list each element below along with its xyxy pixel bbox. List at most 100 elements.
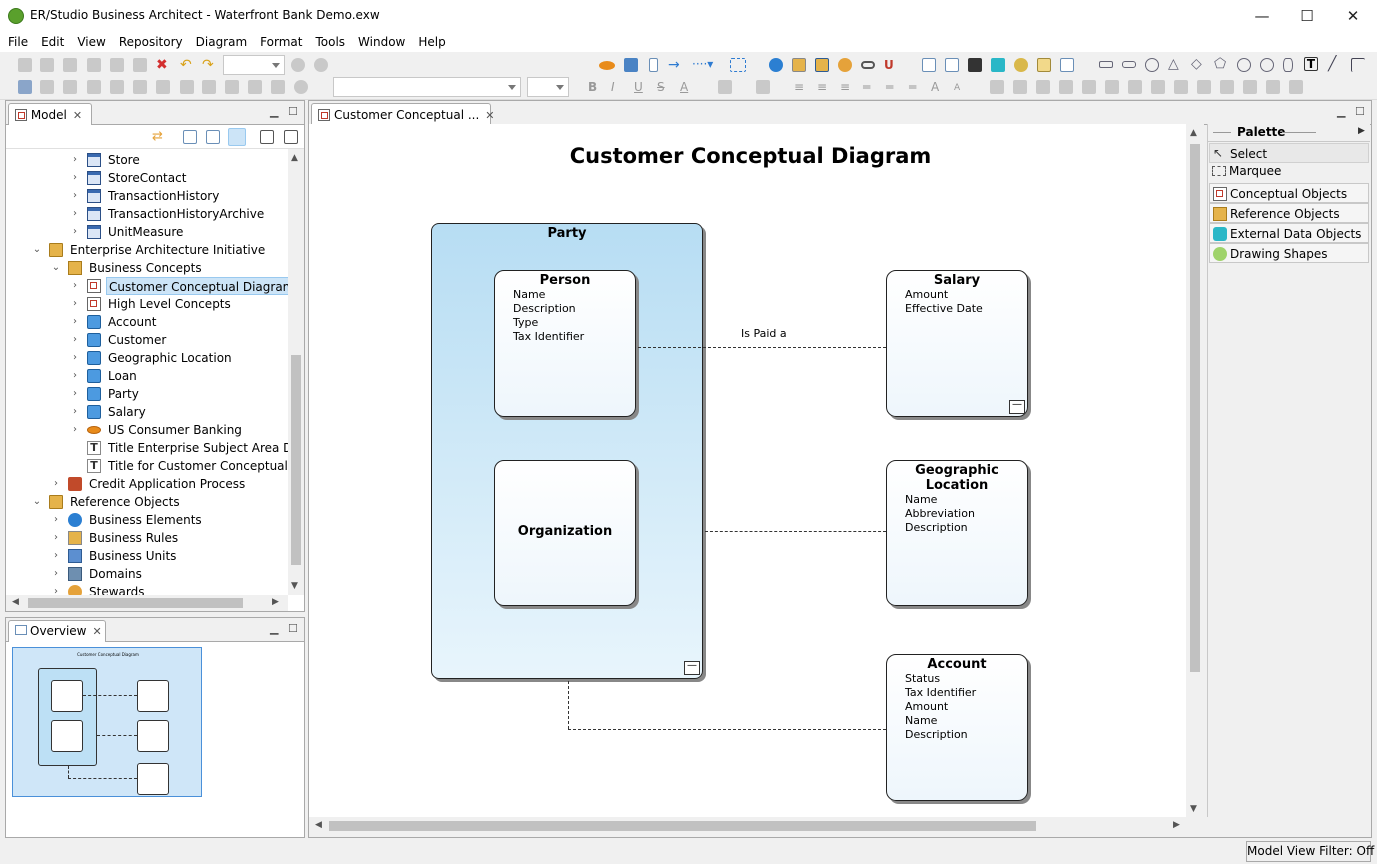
relationship-party-account-v[interactable]: [568, 681, 569, 729]
collapse-all-icon[interactable]: [183, 130, 197, 144]
units-tool-icon[interactable]: [815, 58, 829, 72]
arrange-icon-3[interactable]: [1036, 80, 1050, 94]
arrange-icon-9[interactable]: [1174, 80, 1188, 94]
canvas-vscroll-thumb[interactable]: [1190, 144, 1200, 672]
toolbar-row2-icon-4[interactable]: [87, 80, 101, 94]
chevron-right-icon[interactable]: ›: [73, 334, 77, 345]
tree-item[interactable]: ›TransactionHistoryArchive: [6, 205, 288, 223]
toolbar-row2-icon-1[interactable]: [18, 80, 32, 94]
tree-item[interactable]: ›Credit Application Process: [6, 475, 288, 493]
chevron-right-icon[interactable]: ›: [73, 406, 77, 417]
arrange-icon-7[interactable]: [1128, 80, 1142, 94]
copy-icon[interactable]: [110, 58, 124, 72]
pentagon-shape-icon[interactable]: ⬠: [1214, 56, 1227, 72]
chevron-right-icon[interactable]: ›: [54, 514, 58, 525]
rectangle-shape-icon[interactable]: [1099, 61, 1113, 68]
account-entity[interactable]: Account Status Tax Identifier Amount Nam…: [886, 654, 1028, 801]
chevron-right-icon[interactable]: ›: [73, 226, 77, 237]
line-tool-icon[interactable]: ╱: [1328, 56, 1337, 72]
chevron-right-icon[interactable]: ›: [54, 532, 58, 543]
chevron-right-icon[interactable]: ›: [54, 586, 58, 595]
tree-item[interactable]: ›UnitMeasure: [6, 223, 288, 241]
chevron-right-icon[interactable]: ›: [54, 568, 58, 579]
chevron-right-icon[interactable]: ›: [54, 478, 58, 489]
arrange-icon-5[interactable]: [1082, 80, 1096, 94]
strikethrough-icon[interactable]: S: [657, 80, 665, 94]
tree-item[interactable]: ⌄Reference Objects: [6, 493, 288, 511]
salary-entity[interactable]: Salary Amount Effective Date —: [886, 270, 1028, 417]
ellipse-shape-icon[interactable]: [1260, 58, 1274, 72]
tree-item[interactable]: ›Business Elements: [6, 511, 288, 529]
tree-item[interactable]: ⌄Business Concepts: [6, 259, 288, 277]
relationship-person-salary[interactable]: [638, 347, 886, 348]
bold-icon[interactable]: B: [588, 80, 598, 94]
tree-item[interactable]: ›Loan: [6, 367, 288, 385]
palette-external-data-objects[interactable]: External Data Objects: [1209, 223, 1369, 243]
underline-tool-icon[interactable]: U: [884, 58, 894, 72]
tree-item[interactable]: ›High Level Concepts: [6, 295, 288, 313]
menu-edit[interactable]: Edit: [41, 35, 65, 49]
minimize-overview-icon[interactable]: ▁: [270, 622, 279, 635]
palette-collapse-icon[interactable]: ▶: [1358, 126, 1365, 136]
scroll-thumb[interactable]: [291, 355, 301, 565]
sync-icon[interactable]: ⇄: [152, 129, 163, 144]
layout-icon-4[interactable]: [991, 58, 1005, 72]
text-tool-icon[interactable]: T: [1304, 57, 1318, 71]
delete-icon[interactable]: ✖: [156, 57, 168, 73]
entity-tool-icon[interactable]: [624, 58, 638, 72]
maximize-button[interactable]: ☐: [1300, 7, 1314, 25]
close-editor-tab-icon[interactable]: ✕: [485, 109, 495, 122]
line-color-icon[interactable]: [718, 80, 732, 94]
arrange-icon-6[interactable]: [1105, 80, 1119, 94]
minimize-view-icon[interactable]: ▁: [270, 105, 279, 118]
chevron-right-icon[interactable]: ›: [73, 208, 77, 219]
tab-model[interactable]: Model✕: [8, 103, 92, 125]
tree-item[interactable]: ›Domains: [6, 565, 288, 583]
tree-item[interactable]: ›Account: [6, 313, 288, 331]
arrange-icon-12[interactable]: [1243, 80, 1257, 94]
arrange-icon-4[interactable]: [1059, 80, 1073, 94]
toolbar-row2-icon-2[interactable]: [40, 80, 54, 94]
toolbar-row2-icon-5[interactable]: [110, 80, 124, 94]
toolbar-row2-icon-12[interactable]: [271, 80, 285, 94]
cut-icon[interactable]: [87, 58, 101, 72]
organization-entity[interactable]: Organization: [494, 460, 636, 606]
zoom-in-icon[interactable]: [291, 58, 305, 72]
search-icon[interactable]: [1014, 58, 1028, 72]
model-tree-hscrollbar[interactable]: ◀ ▶: [6, 595, 288, 611]
maximize-view-icon[interactable]: ☐: [288, 105, 298, 118]
palette-select[interactable]: ↖Select: [1209, 143, 1369, 163]
scroll-left-icon[interactable]: ◀: [12, 597, 19, 607]
toolbar-row2-icon-3[interactable]: [63, 80, 77, 94]
arrange-icon-2[interactable]: [1013, 80, 1027, 94]
diamond-shape-icon[interactable]: ◇: [1191, 56, 1202, 72]
chevron-down-icon[interactable]: ⌄: [32, 496, 42, 507]
font-name-combo[interactable]: [333, 77, 521, 97]
arrange-icon-13[interactable]: [1266, 80, 1280, 94]
relationship-party-account-h[interactable]: [568, 729, 886, 730]
canvas-scroll-down-icon[interactable]: ▼: [1190, 804, 1197, 814]
paste-icon[interactable]: [133, 58, 147, 72]
filter-icon[interactable]: [260, 130, 274, 144]
zoom-combo[interactable]: [223, 55, 285, 75]
chevron-right-icon[interactable]: ›: [73, 298, 77, 309]
increase-font-icon[interactable]: A: [931, 80, 940, 94]
chevron-right-icon[interactable]: ›: [73, 190, 77, 201]
save-icon[interactable]: [18, 58, 32, 72]
minimize-editor-icon[interactable]: ▁: [1337, 105, 1346, 118]
ellipse-tool-icon[interactable]: [599, 61, 615, 70]
overview-canvas[interactable]: Customer Conceptual Diagram: [12, 647, 236, 832]
toolbar-row2-icon-7[interactable]: [156, 80, 170, 94]
arrange-icon-11[interactable]: [1220, 80, 1234, 94]
toolbar-row2-icon-13[interactable]: [294, 80, 308, 94]
globe-tool-icon[interactable]: [769, 58, 783, 72]
canvas-vscrollbar[interactable]: ▲ ▼: [1186, 124, 1204, 817]
overview-viewport[interactable]: Customer Conceptual Diagram: [12, 647, 202, 797]
collapse-salary-icon[interactable]: —: [1009, 400, 1025, 414]
rounded-rect-shape-icon[interactable]: [1122, 61, 1136, 68]
chevron-down-icon[interactable]: ⌄: [51, 262, 61, 273]
layout-icon-2[interactable]: [945, 58, 959, 72]
link-editor-icon[interactable]: [228, 128, 246, 146]
chevron-right-icon[interactable]: ›: [73, 424, 77, 435]
decrease-font-icon[interactable]: A: [954, 83, 961, 93]
